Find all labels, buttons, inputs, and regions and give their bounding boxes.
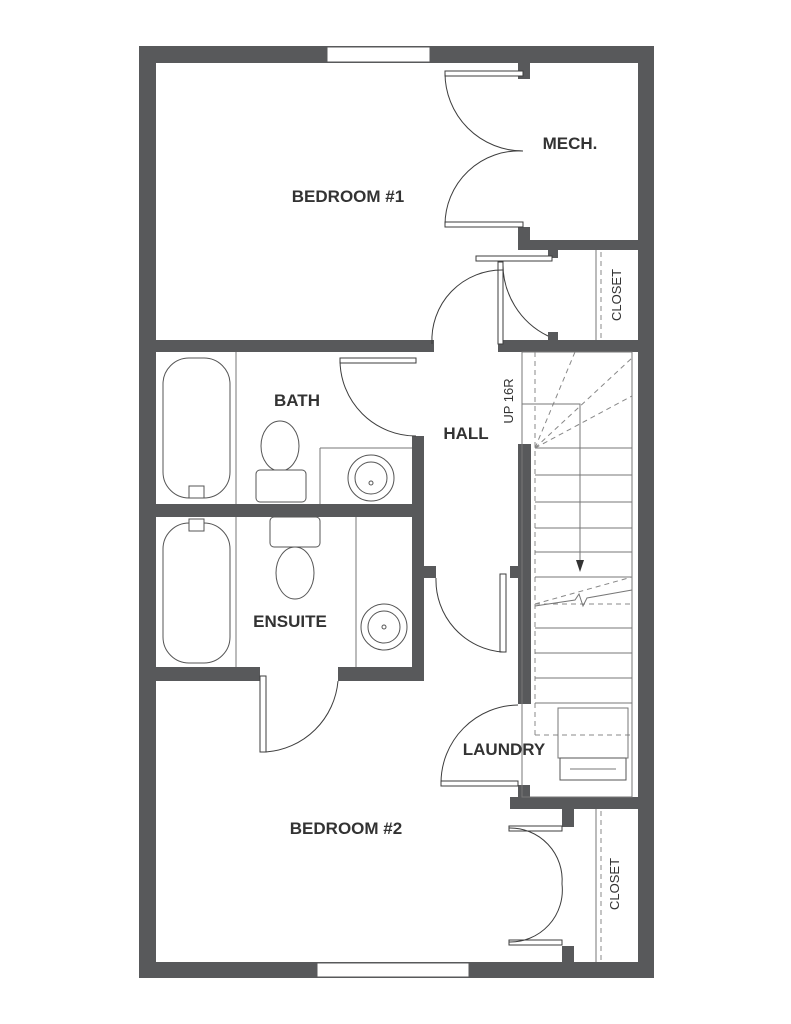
stairs-note: UP 16R — [501, 378, 516, 423]
room-label-hall: HALL — [443, 424, 488, 443]
interior-walls — [156, 63, 638, 962]
window-bottom — [316, 962, 470, 978]
room-label-bath: BATH — [274, 391, 320, 410]
room-label-closet-upper: CLOSET — [609, 269, 624, 321]
closet-shelves — [595, 250, 602, 962]
bath-fixtures — [162, 352, 412, 504]
room-label-mech: MECH. — [543, 134, 598, 153]
room-label-bedroom1: BEDROOM #1 — [292, 187, 404, 206]
exterior-walls — [139, 46, 654, 978]
room-label-laundry: LAUNDRY — [463, 740, 546, 759]
room-label-bedroom2: BEDROOM #2 — [290, 819, 402, 838]
doors — [259, 70, 563, 946]
room-label-ensuite: ENSUITE — [253, 612, 327, 631]
window-top — [326, 46, 431, 63]
room-label-closet-lower: CLOSET — [607, 858, 622, 910]
stairs — [521, 351, 633, 798]
ensuite-fixtures — [162, 516, 408, 667]
